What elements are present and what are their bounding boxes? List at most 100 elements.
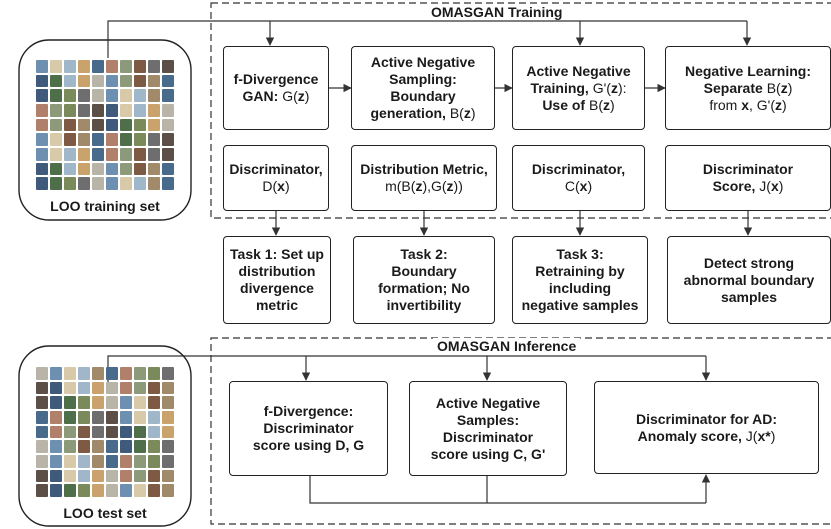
thumbnail-image [120, 381, 132, 395]
thumbnail-image [148, 411, 160, 424]
thumbnail-image [36, 484, 48, 497]
active-negative-sampling-box: Active Negative Sampling: Boundary gener… [351, 46, 495, 130]
inference-ad-box: Discriminator for AD: Anomaly score, J(x… [594, 381, 819, 474]
thumbnail-image [120, 469, 132, 483]
thumbnail-image [134, 440, 146, 453]
thumbnail-image [106, 89, 118, 102]
thumbnail-image [106, 104, 118, 117]
thumbnail-image [92, 469, 104, 483]
thumbnail-image [50, 381, 62, 395]
thumbnail-image [134, 148, 146, 161]
thumbnail-image [162, 133, 174, 146]
thumbnail-image [148, 148, 160, 161]
thumbnail-image [106, 162, 118, 176]
thumbnail-image [78, 133, 90, 146]
thumbnail-image [162, 440, 174, 453]
discriminator-score-box: Discriminator Score, J(x) [665, 145, 831, 211]
thumbnail-image [92, 455, 104, 468]
thumbnail-image [148, 74, 160, 88]
thumbnail-image [36, 162, 48, 176]
thumbnail-image [134, 411, 146, 424]
thumbnail-image [36, 455, 48, 468]
thumbnail-image [120, 89, 132, 102]
thumbnail-image [120, 133, 132, 146]
thumbnail-image [92, 381, 104, 395]
thumbnail-image [50, 440, 62, 453]
thumbnail-image [106, 425, 118, 439]
thumbnail-image [64, 411, 76, 424]
thumbnail-image [64, 104, 76, 117]
thumbnail-image [162, 367, 174, 380]
thumbnail-image [78, 74, 90, 88]
thumbnail-image [50, 148, 62, 161]
thumbnail-image [162, 104, 174, 117]
distribution-metric-box: Distribution Metric, m(B(z),G(z)) [351, 145, 497, 211]
thumbnail-image [36, 440, 48, 453]
thumbnail-image [50, 469, 62, 483]
thumbnail-image [120, 118, 132, 132]
thumbnail-image [134, 469, 146, 483]
thumbnail-image [64, 118, 76, 132]
thumbnail-image [134, 104, 146, 117]
thumbnail-image [36, 396, 48, 409]
thumbnail-image [148, 440, 160, 453]
thumbnail-image [50, 104, 62, 117]
thumbnail-image [134, 162, 146, 176]
thumbnail-image [148, 177, 160, 190]
thumbnail-image [78, 469, 90, 483]
thumbnail-image [148, 455, 160, 468]
thumbnail-image [92, 60, 104, 73]
thumbnail-image [148, 396, 160, 409]
thumbnail-image [78, 425, 90, 439]
thumbnail-image [134, 455, 146, 468]
thumbnail-image [120, 455, 132, 468]
thumbnail-image [134, 177, 146, 190]
thumbnail-image [106, 177, 118, 190]
thumbnail-image [106, 367, 118, 380]
thumbnail-image [64, 162, 76, 176]
thumbnail-image [78, 381, 90, 395]
thumbnail-image [64, 396, 76, 409]
thumbnail-image [78, 455, 90, 468]
loo-training-images [36, 60, 174, 190]
thumbnail-image [64, 484, 76, 497]
thumbnail-image [64, 381, 76, 395]
thumbnail-image [50, 89, 62, 102]
thumbnail-image [64, 455, 76, 468]
thumbnail-image [148, 425, 160, 439]
thumbnail-image [64, 74, 76, 88]
thumbnail-image [50, 455, 62, 468]
thumbnail-image [120, 148, 132, 161]
thumbnail-image [134, 396, 146, 409]
loo-training-frame [18, 39, 192, 221]
thumbnail-image [106, 118, 118, 132]
thumbnail-image [36, 74, 48, 88]
thumbnail-image [78, 60, 90, 73]
thumbnail-image [64, 425, 76, 439]
thumbnail-image [120, 411, 132, 424]
loo-test-images [36, 367, 174, 497]
loo-test-label: LOO test set [63, 505, 147, 521]
thumbnail-image [134, 381, 146, 395]
thumbnail-image [78, 118, 90, 132]
thumbnail-image [134, 89, 146, 102]
discriminator-d-box: Discriminator, D(x) [223, 145, 329, 211]
thumbnail-image [36, 381, 48, 395]
thumbnail-image [78, 396, 90, 409]
thumbnail-image [78, 89, 90, 102]
thumbnail-image [148, 162, 160, 176]
thumbnail-image [106, 74, 118, 88]
thumbnail-image [106, 381, 118, 395]
thumbnail-image [106, 455, 118, 468]
negative-learning-box: Negative Learning: Separate B(z) from x,… [665, 46, 831, 130]
training-feed-line [107, 20, 747, 58]
thumbnail-image [92, 411, 104, 424]
thumbnail-image [64, 177, 76, 190]
thumbnail-image [78, 484, 90, 497]
thumbnail-image [50, 396, 62, 409]
thumbnail-image [36, 60, 48, 73]
